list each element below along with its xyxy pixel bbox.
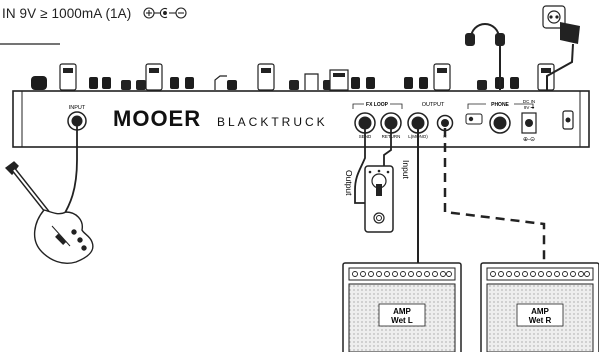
output-r-jack <box>436 114 454 132</box>
input-cable-label: Input <box>401 160 411 180</box>
dc-voltage-label: 9V ⎓ <box>524 105 535 110</box>
output-label: OUTPUT <box>422 102 445 108</box>
phone-label: PHONE <box>491 102 509 108</box>
device-top-controls <box>31 63 555 91</box>
return-cable <box>383 128 392 168</box>
polarity-symbol-icon <box>143 7 187 19</box>
mini-switch <box>465 113 483 125</box>
amp-left-sub: Wet L <box>391 316 413 325</box>
input-jack-label: INPUT <box>69 105 86 111</box>
model-name: BLACKTRUCK <box>217 115 328 129</box>
send-cable <box>354 128 367 204</box>
fx-loop-label: FX LOOP <box>366 102 389 108</box>
send-jack <box>354 112 376 134</box>
amp-left-title: AMP <box>393 307 411 316</box>
return-jack <box>380 112 402 134</box>
power-spec-text: IN 9V ≥ 1000mA (1A) <box>2 6 132 21</box>
dc-in-label: DC IN <box>523 99 535 104</box>
electric-guitar-icon <box>4 161 94 264</box>
output-r-cable <box>443 128 546 265</box>
brand-logo: MOOER <box>113 106 201 131</box>
amp-right: AMP Wet R <box>480 262 599 352</box>
power-outlet-icon <box>542 5 566 29</box>
amp-right-title: AMP <box>531 307 549 316</box>
output-cable-label: Output <box>344 170 354 196</box>
amp-left: AMP Wet L <box>342 262 462 352</box>
usb-port <box>562 110 574 130</box>
amp-right-sub: Wet R <box>529 316 552 325</box>
headphones-icon <box>465 23 505 46</box>
power-adapter-icon <box>546 22 580 92</box>
dc-in-jack: ⊕-⊝ <box>521 112 537 143</box>
external-pedal <box>364 165 394 233</box>
phone-jack <box>489 112 511 134</box>
svg-text:⊕-⊝: ⊕-⊝ <box>523 137 535 143</box>
